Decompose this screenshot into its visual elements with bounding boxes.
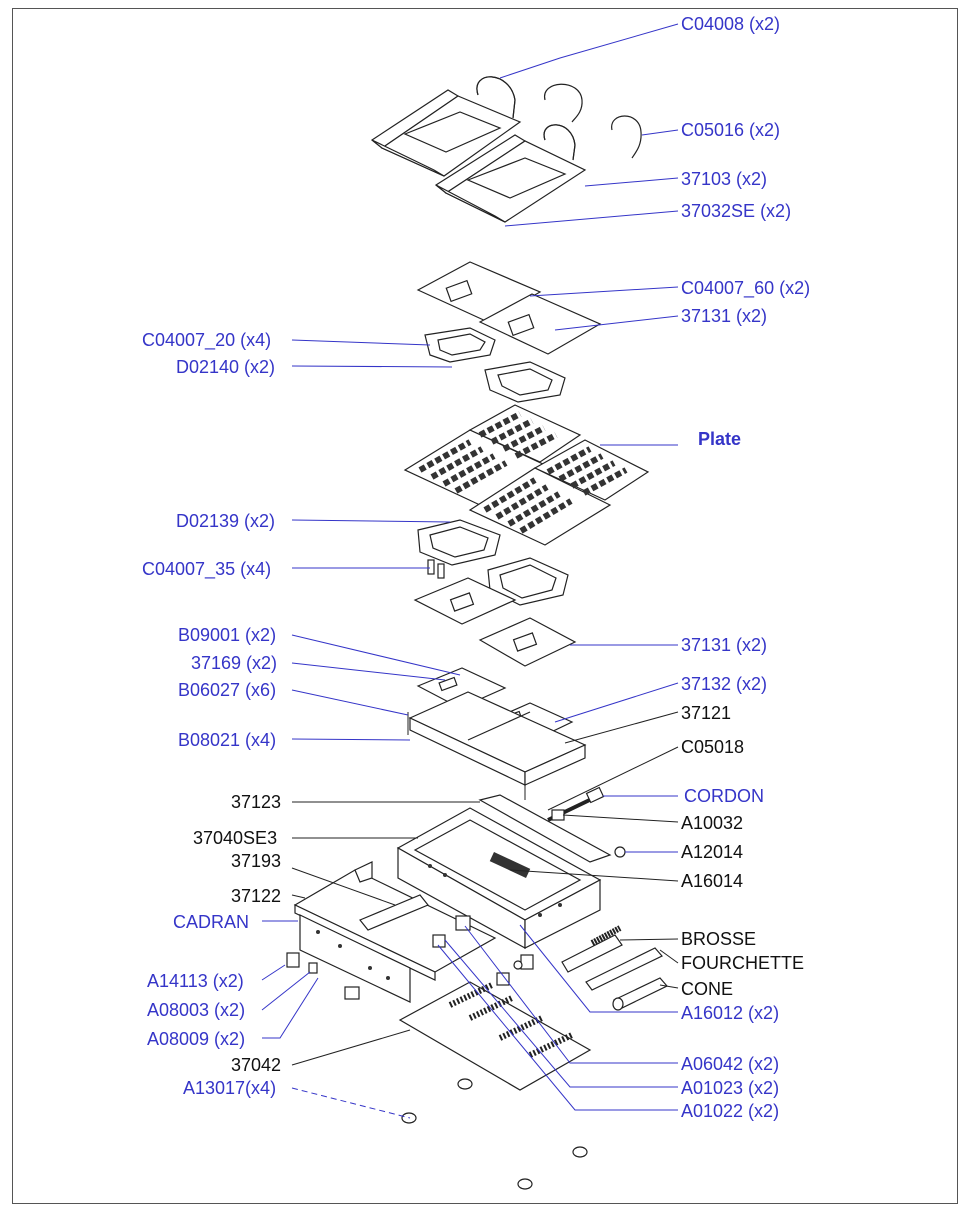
label-c05016: C05016 (x2) (681, 120, 780, 140)
label-c05018: C05018 (681, 737, 744, 757)
label-a16012: A16012 (x2) (681, 1003, 779, 1023)
lower-heating-assembly (413, 519, 577, 667)
label-37042: 37042 (231, 1055, 281, 1075)
label-37123: 37123 (231, 792, 281, 812)
label-37132: 37132 (x2) (681, 674, 767, 694)
label-37169: 37169 (x2) (191, 653, 277, 673)
label-c04007-35: C04007_35 (x4) (142, 559, 271, 580)
label-fourchette: FOURCHETTE (681, 953, 804, 973)
label-cone: CONE (681, 979, 733, 999)
label-37131-top: 37131 (x2) (681, 306, 767, 326)
label-brosse: BROSSE (681, 929, 756, 949)
label-c04008: C04008 (x2) (681, 14, 780, 34)
label-b08021: B08021 (x4) (178, 730, 276, 750)
label-c04007-20: C04007_20 (x4) (142, 330, 271, 351)
label-a08009: A08009 (x2) (147, 1029, 245, 1049)
label-b06027: B06027 (x6) (178, 680, 276, 700)
label-cordon: CORDON (684, 786, 764, 806)
label-37131-bottom: 37131 (x2) (681, 635, 767, 655)
leader-lines (261, 23, 679, 1119)
label-a13017: A13017(x4) (183, 1078, 276, 1098)
label-b09001: B09001 (x2) (178, 625, 276, 645)
part-labels: C04008 (x2) C05016 (x2) 37103 (x2) 37032… (142, 14, 810, 1121)
upper-heating-covers (416, 261, 602, 403)
label-37193: 37193 (231, 851, 281, 871)
label-d02139: D02139 (x2) (176, 511, 275, 531)
label-c04007-60: C04007_60 (x2) (681, 278, 810, 299)
label-37122: 37122 (231, 886, 281, 906)
front-panel (286, 861, 534, 1003)
base-tray-assembly (407, 667, 587, 800)
label-cadran: CADRAN (173, 912, 249, 932)
label-37103: 37103 (x2) (681, 169, 767, 189)
feet (401, 1078, 588, 1190)
label-a06042: A06042 (x2) (681, 1054, 779, 1074)
label-37032se: 37032SE (x2) (681, 201, 791, 221)
label-a10032: A10032 (681, 813, 743, 833)
waffle-plates (403, 404, 650, 546)
accessories (561, 925, 668, 1011)
label-a01022: A01022 (x2) (681, 1101, 779, 1121)
label-a12014: A12014 (681, 842, 743, 862)
label-a16014: A16014 (681, 871, 743, 891)
label-a01023: A01023 (x2) (681, 1078, 779, 1098)
label-d02140: D02140 (x2) (176, 357, 275, 377)
label-a14113: A14113 (x2) (147, 971, 244, 991)
label-37040se3: 37040SE3 (193, 828, 277, 848)
label-a08003: A08003 (x2) (147, 1000, 245, 1020)
label-37121: 37121 (681, 703, 731, 723)
bottom-plate (398, 981, 592, 1091)
top-cover-assembly (370, 76, 642, 223)
label-plate: Plate (698, 429, 741, 449)
main-body (396, 786, 626, 950)
